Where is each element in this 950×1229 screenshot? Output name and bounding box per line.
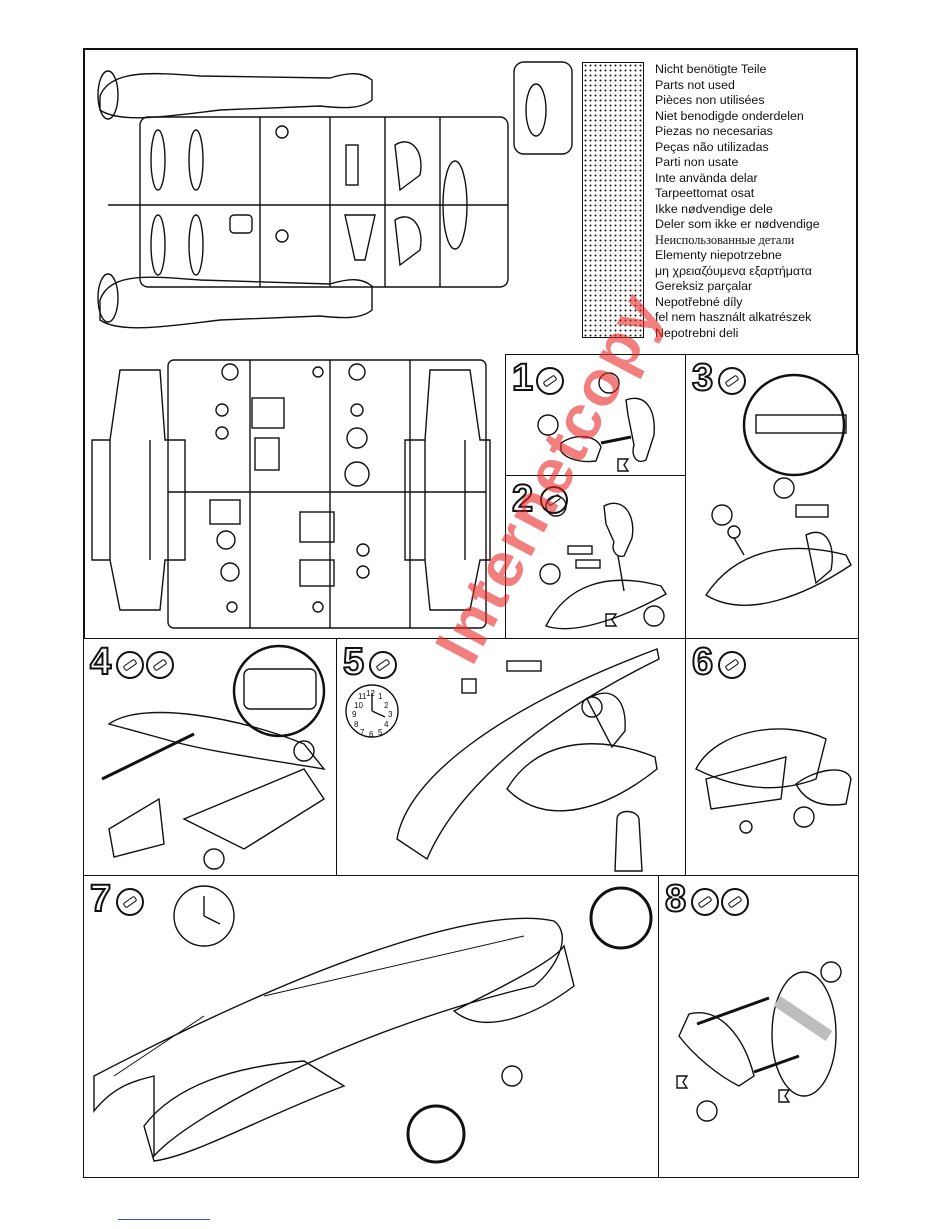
legend-line: Ikke nødvendige dele (655, 201, 773, 216)
step-5-panel: 5 12 1 2 3 4 5 6 7 8 9 10 11 (336, 638, 686, 876)
legend-line: Piezas no necesarias (655, 124, 773, 138)
legend-line: Gereksiz parçalar (655, 279, 753, 293)
legend-line: Parti non usate (655, 155, 739, 169)
legend-line: fel nem használt alkatrészek (655, 310, 812, 324)
step-number: 2 (511, 478, 534, 520)
clock-number: 10 (354, 701, 363, 710)
glue-icon (116, 651, 144, 679)
step-number: 1 (511, 357, 534, 399)
step-2-drawing (539, 495, 667, 630)
step-4-drawing (101, 644, 326, 870)
legend-line: Deler som ikke er nødvendige (655, 217, 820, 231)
legend-line: Parts not used (655, 77, 735, 92)
step-5-drawing (345, 648, 660, 872)
step-number: 8 (664, 878, 687, 920)
legend-line: μη χρειαζόυμενα εξαρτήματα (655, 263, 812, 278)
legend-line: Неиспользованные детали (655, 232, 795, 247)
clock-number: 11 (358, 692, 367, 701)
step-number: 6 (691, 641, 714, 683)
step-number: 5 (342, 641, 365, 683)
glue-icon (369, 651, 397, 679)
clock-number: 6 (369, 730, 374, 739)
step-7-panel: 7 (83, 875, 659, 1178)
step-7-drawing (93, 885, 653, 1164)
glue-icon (718, 651, 746, 679)
clock-number: 3 (388, 710, 393, 719)
step-6-drawing (695, 728, 852, 834)
clock-number: 12 (366, 689, 375, 698)
clock-number: 9 (352, 710, 357, 719)
step-2-panel: 2 (505, 475, 686, 639)
bottom-link-underline (118, 1219, 210, 1220)
legend-line: Peças não utilizadas (655, 139, 769, 154)
glue-icon (540, 486, 568, 514)
step-8-drawing (676, 961, 842, 1122)
step-8-panel: 8 (658, 875, 859, 1178)
legend-line: Elementy niepotrzebne (655, 248, 782, 262)
clock-number: 1 (378, 692, 383, 701)
legend-line: Tarpeettomat osat (655, 186, 755, 200)
legend-line: Nicht benötigte Teile (655, 62, 767, 76)
part-circle-icon (721, 888, 749, 916)
legend-line: Inte använda delar (655, 170, 758, 185)
clock-icon: 12 1 2 3 4 5 6 7 8 9 10 11 (342, 683, 396, 739)
step-1-drawing (537, 372, 655, 472)
clock-number: 7 (360, 728, 365, 737)
parts-not-used-swatch (582, 62, 644, 338)
step-3-panel: 3 (685, 354, 859, 639)
parts-not-used-legend: Nicht benötigte Teile Parts not used Piè… (655, 62, 820, 341)
clock-number: 2 (384, 701, 389, 710)
clock-number: 4 (384, 720, 389, 729)
step-number: 7 (89, 878, 112, 920)
paint-icon (146, 651, 174, 679)
step-number: 3 (691, 357, 714, 399)
step-number: 4 (89, 641, 112, 683)
step-6-panel: 6 (685, 638, 859, 876)
clock-number: 5 (378, 728, 383, 737)
step-4-panel: 4 (83, 638, 337, 876)
legend-line: Pièces non utilisées (655, 93, 765, 107)
legend-line: Niet benodigde onderdelen (655, 108, 804, 123)
clock-number: 8 (354, 720, 359, 729)
step-3-drawing (705, 373, 852, 606)
glue-icon (691, 888, 719, 916)
glue-icon (536, 367, 564, 395)
legend-line: Nepotřebné díly (655, 294, 743, 309)
glue-icon (718, 367, 746, 395)
legend-line: Nepotrebni deli (655, 325, 739, 340)
glue-icon (116, 888, 144, 916)
